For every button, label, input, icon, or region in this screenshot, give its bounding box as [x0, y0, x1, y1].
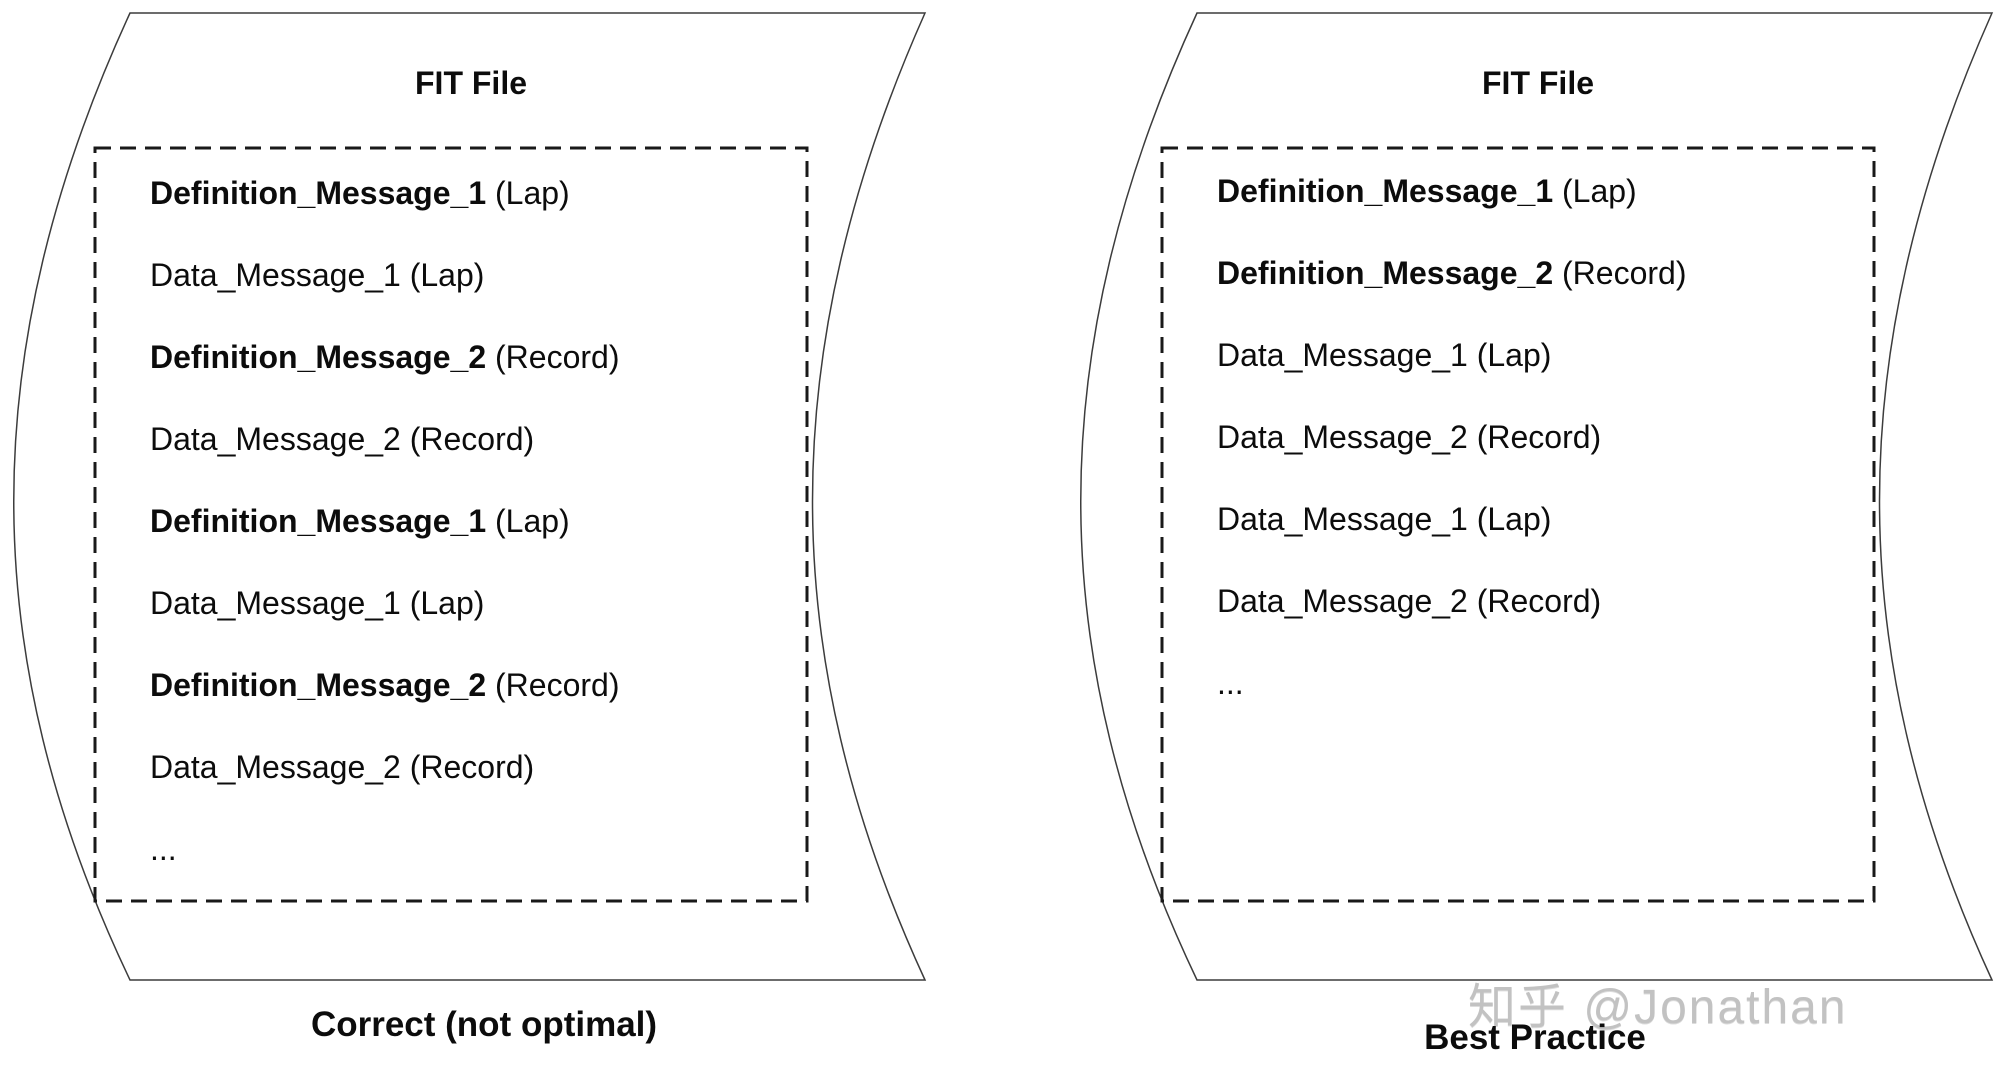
caption-left: Correct (not optimal): [310, 1005, 658, 1044]
message-text: (Lap): [486, 502, 570, 539]
list-item: Data_Message_2 (Record): [150, 398, 800, 480]
message-text: (Lap): [1553, 172, 1637, 209]
message-text: (Lap): [486, 174, 570, 211]
list-item: Data_Message_1 (Lap): [1217, 478, 1867, 560]
dashed-message-box-left: [93, 146, 809, 903]
fit-file-shape-left: [13, 12, 927, 981]
message-text: ...: [1217, 664, 1244, 701]
message-text: Data_Message_2 (Record): [150, 748, 535, 785]
message-name-bold: Definition_Message_1: [1217, 172, 1554, 209]
list-item-ellipsis: ...: [1217, 642, 1867, 724]
list-item: Definition_Message_2 (Record): [150, 316, 800, 398]
list-item: Definition_Message_1 (Lap): [150, 152, 800, 234]
list-item: Data_Message_2 (Record): [150, 726, 800, 808]
fit-file-shape-right: [1080, 12, 1994, 981]
message-name-bold: Definition_Message_1: [150, 174, 487, 211]
message-text: Data_Message_1 (Lap): [1217, 336, 1552, 373]
caption-right: Best Practice: [1424, 1018, 1646, 1057]
message-text: Data_Message_1 (Lap): [150, 584, 485, 621]
message-name-bold: Definition_Message_2: [150, 338, 487, 375]
message-name-bold: Definition_Message_2: [1217, 254, 1554, 291]
list-item: Definition_Message_1 (Lap): [150, 480, 800, 562]
list-item: Data_Message_1 (Lap): [150, 234, 800, 316]
message-text: Data_Message_1 (Lap): [150, 256, 485, 293]
message-text: Data_Message_2 (Record): [150, 420, 535, 457]
list-item-ellipsis: ...: [150, 808, 800, 890]
message-text: Data_Message_2 (Record): [1217, 418, 1602, 455]
list-item: Data_Message_2 (Record): [1217, 560, 1867, 642]
message-text: Data_Message_1 (Lap): [1217, 500, 1552, 537]
message-list-right: Definition_Message_1 (Lap) Definition_Me…: [1217, 150, 1867, 724]
list-item: Definition_Message_1 (Lap): [1217, 150, 1867, 232]
message-text: Data_Message_2 (Record): [1217, 582, 1602, 619]
list-item: Definition_Message_2 (Record): [150, 644, 800, 726]
message-list-left: Definition_Message_1 (Lap) Data_Message_…: [150, 152, 800, 890]
message-name-bold: Definition_Message_2: [150, 666, 487, 703]
dashed-message-box-right: [1160, 146, 1876, 903]
panel-title-right: FIT File: [1482, 65, 1594, 101]
message-name-bold: Definition_Message_1: [150, 502, 487, 539]
list-item: Data_Message_1 (Lap): [150, 562, 800, 644]
message-text: (Record): [486, 666, 620, 703]
list-item: Data_Message_1 (Lap): [1217, 314, 1867, 396]
message-text: (Record): [486, 338, 620, 375]
panel-title-left: FIT File: [415, 65, 527, 101]
message-text: (Record): [1553, 254, 1687, 291]
list-item: Definition_Message_2 (Record): [1217, 232, 1867, 314]
message-text: ...: [150, 830, 177, 867]
list-item: Data_Message_2 (Record): [1217, 396, 1867, 478]
watermark-text: 知乎 @Jonathan: [1468, 981, 1848, 1034]
